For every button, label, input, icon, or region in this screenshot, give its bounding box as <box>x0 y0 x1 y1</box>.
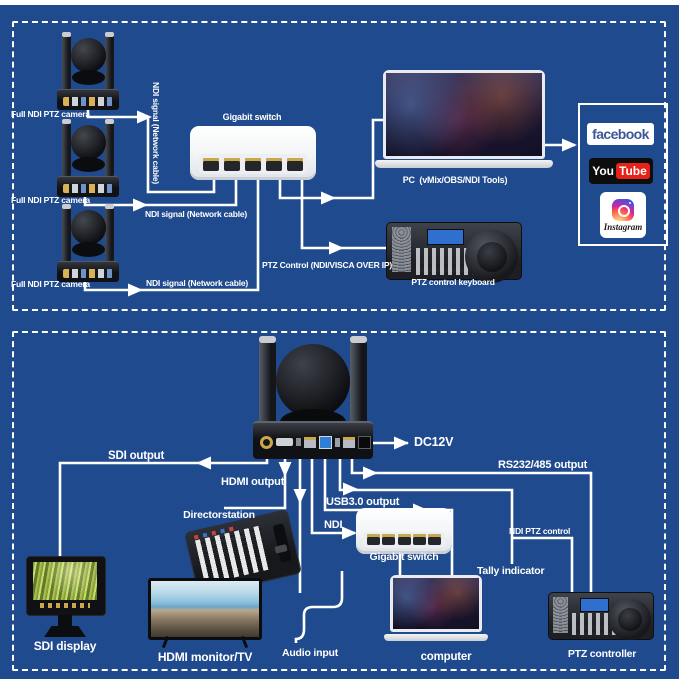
joystick <box>609 598 651 641</box>
top-gigabit-switch <box>190 126 316 180</box>
lan-port <box>304 436 316 448</box>
keyboard-knobs <box>392 227 412 273</box>
switch-ports <box>362 531 446 548</box>
dc12v-label: DC12V <box>414 435 454 449</box>
bottom-switch-label: Gigabit switch <box>369 551 439 563</box>
camera-rear-ports <box>260 432 371 452</box>
ptz-control-ip-label: PTZ Control (NDI/VISCA OVER IP) <box>262 260 392 270</box>
hdmi-output-label: HDMI output <box>221 476 285 488</box>
instagram-camera-glyph <box>612 198 634 221</box>
laptop-screen <box>383 70 545 159</box>
camera1-label: Full NDI PTZ camera <box>11 109 90 119</box>
keyboard-screen <box>427 228 465 246</box>
ndi-signal-vertical-label: NDI signal (Network cable) <box>151 82 161 185</box>
joystick <box>464 229 519 284</box>
rs232-jack <box>335 437 340 447</box>
hdmi-tv <box>148 578 262 649</box>
keyboard-label: PTZ control keyboard <box>411 277 495 287</box>
camera-lens-head <box>71 38 106 73</box>
ndi-label: NDI <box>324 519 343 531</box>
ndi-signal-label-2: NDI signal (Network cable) <box>145 209 248 219</box>
concert-video-feed <box>386 73 542 156</box>
ndi-ptz-camera-2 <box>57 113 119 197</box>
controller-screen <box>580 597 610 612</box>
camera-base <box>57 261 119 282</box>
camera-rear-ports <box>63 97 113 106</box>
camera3-label: Full NDI PTZ camera <box>11 279 90 289</box>
hdmi-tv-label: HDMI monitor/TV <box>157 650 253 664</box>
rs232-label: RS232/485 output <box>498 459 588 471</box>
camera-base <box>57 89 119 110</box>
main-ptz-camera <box>253 333 373 459</box>
tally-indicator-label: Tally indicator <box>477 565 545 577</box>
camera2-label: Full NDI PTZ camera <box>11 195 90 205</box>
usb-port <box>319 435 332 449</box>
top-panel-border <box>12 21 666 311</box>
laptop-screen <box>390 575 482 632</box>
audio-jack <box>296 438 301 446</box>
camera-rear-panel <box>253 421 373 459</box>
wheat-image-screen <box>33 562 97 600</box>
ndi-ptz-camera-3 <box>57 198 119 282</box>
ndi-signal-label-3: NDI signal (Network cable) <box>146 278 249 288</box>
top-switch-label: Gigabit switch <box>222 112 282 122</box>
lan-port-2 <box>343 436 355 448</box>
computer-label: computer <box>420 651 472 663</box>
ptz-controller-device <box>548 592 654 641</box>
usb-output-label: USB3.0 output <box>326 496 400 508</box>
ndi-ptz-control-label: NDI PTZ control <box>509 526 571 536</box>
computer-laptop <box>384 575 488 641</box>
audio-input-label: Audio input <box>281 647 339 659</box>
pc-laptop <box>375 70 553 168</box>
sdi-display-label: SDI display <box>33 639 97 653</box>
switcher-tbar <box>272 522 292 563</box>
camera-lens-head <box>71 210 106 245</box>
dc-port <box>358 435 371 449</box>
director-station-label: Directorstation <box>183 509 255 521</box>
sdi-port <box>260 435 273 449</box>
instagram-logo-icon: Instagram <box>600 192 646 238</box>
ptz-control-keyboard <box>386 222 522 284</box>
bottom-gigabit-switch <box>356 508 452 554</box>
pc-label: PC (vMix/OBS/NDI Tools) <box>402 175 508 185</box>
switch-ports <box>198 154 308 174</box>
top-white-margin <box>0 0 679 5</box>
camera-lens-head <box>276 344 350 418</box>
camera-arm <box>105 34 114 90</box>
ptz-controller-label: PTZ controller <box>567 648 637 660</box>
beach-image-screen <box>151 581 259 637</box>
camera-arm <box>62 34 71 90</box>
bottom-panel-border <box>12 331 666 671</box>
controller-buttons <box>571 613 622 636</box>
facebook-logo-icon: facebook <box>587 123 654 145</box>
concert-video-feed <box>393 578 479 629</box>
hdmi-port <box>276 438 293 446</box>
ndi-ptz-camera-1 <box>57 26 119 110</box>
camera-lens-head <box>71 125 106 160</box>
sdi-display-monitor <box>26 556 106 642</box>
rj45-port <box>202 157 219 171</box>
camera-base <box>57 176 119 197</box>
sdi-output-label: SDI output <box>108 450 165 462</box>
